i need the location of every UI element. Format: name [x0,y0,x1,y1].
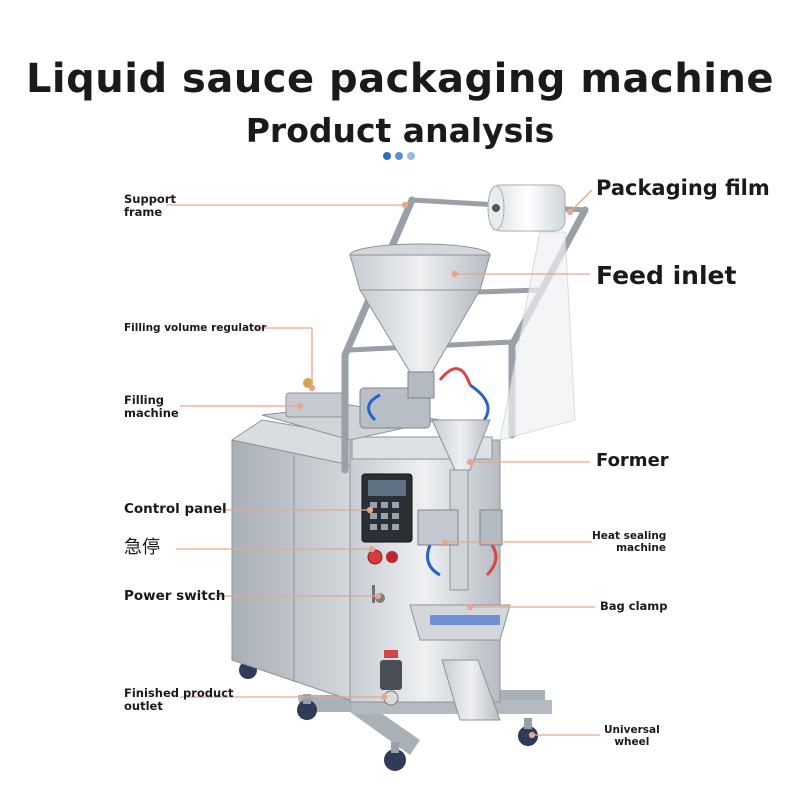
sealer-unit [409,509,511,641]
label-filling-volume-regulator: Filling volume regulator [124,322,267,334]
label-power-switch: Power switch [124,588,226,604]
label-universal-wheel: Universal wheel [604,724,660,748]
label-heat-sealing-line2: machine [616,541,666,554]
outlet-chute [380,650,501,721]
dot-1 [383,152,391,160]
label-heat-sealing-machine: Heat sealing machine [592,530,667,554]
wheels [239,655,538,771]
dot-2 [395,152,403,160]
label-finished-product-outlet-line1: Finished product [124,686,234,700]
label-emergency-stop: 急停 [124,537,160,558]
label-finished-product-outlet-line2: outlet [124,698,163,713]
hopper [349,243,491,399]
label-support-frame-line1: Support [124,192,177,206]
label-filling-machine-line2: machine [124,405,179,420]
dot-3 [407,152,415,160]
former [431,419,491,591]
label-heat-sealing-line1: Heat sealing [592,530,667,542]
label-filling-machine: Filling machine [124,394,179,419]
label-finished-product-outlet: Finished product outlet [124,687,234,712]
label-support-frame: Support frame [124,193,176,218]
label-universal-wheel-line1: Universal [604,724,660,736]
decorative-dots [383,152,415,160]
label-support-frame-line2: frame [124,204,163,219]
label-control-panel: Control panel [124,501,227,517]
label-filling-machine-line1: Filling [124,393,165,407]
film-roll [487,184,576,441]
page-subtitle: Product analysis [245,111,555,150]
leader-lines [166,189,600,739]
label-feed-inlet: Feed inlet [596,261,737,290]
label-packaging-film: Packaging film [596,176,770,200]
label-bag-clamp: Bag clamp [600,599,668,613]
label-universal-wheel-line2: wheel [614,735,650,748]
label-former: Former [596,450,669,471]
control-panel-box [361,473,413,543]
page-title: Liquid sauce packaging machine [25,56,775,102]
